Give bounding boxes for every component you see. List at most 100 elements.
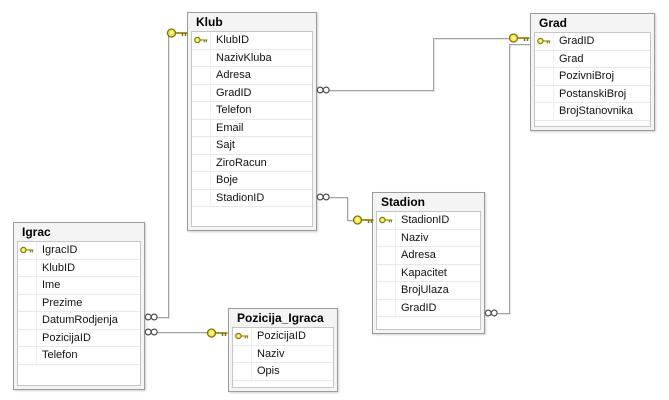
key-cell-empty — [18, 347, 37, 364]
primary-key-icon — [20, 246, 34, 254]
column-row-sajt[interactable]: Sajt — [192, 137, 312, 155]
column-name: KlubID — [42, 261, 76, 274]
column-row-telefon[interactable]: Telefon — [18, 347, 140, 365]
primary-key-cell — [18, 242, 37, 259]
column-name: StadionID — [216, 191, 265, 204]
one-key-icon — [166, 28, 188, 38]
column-name: PostanskiBroj — [559, 87, 627, 100]
key-cell-empty — [377, 282, 396, 299]
many-infinity-icon — [144, 313, 158, 321]
key-cell-empty — [535, 68, 554, 85]
column-row-gradid[interactable]: GradID — [535, 33, 650, 51]
column-row-pozicijaid[interactable]: PozicijaID — [18, 329, 140, 347]
column-name: Naziv — [401, 231, 429, 244]
primary-key-cell — [377, 212, 396, 229]
column-name: IgracID — [42, 244, 78, 257]
column-name: Boje — [216, 174, 239, 187]
column-row-kapacitet[interactable]: Kapacitet — [377, 264, 480, 282]
many-infinity-icon — [316, 193, 330, 201]
key-cell-empty — [192, 154, 211, 171]
key-cell-empty — [377, 229, 396, 246]
column-row-adresa[interactable]: Adresa — [192, 67, 312, 85]
column-name: PozivniBroj — [559, 70, 615, 83]
one-key-icon — [206, 328, 228, 338]
column-row-ime[interactable]: Ime — [18, 277, 140, 295]
column-name: GradID — [216, 86, 252, 99]
column-name: Kapacitet — [401, 266, 447, 279]
column-row-prezime[interactable]: Prezime — [18, 294, 140, 312]
key-cell-empty — [192, 137, 211, 154]
key-cell-empty — [192, 119, 211, 136]
table-title: Pozicija_Igraca — [237, 311, 324, 325]
key-cell-empty — [18, 312, 37, 329]
key-cell-empty — [192, 49, 211, 66]
column-row-stadionid[interactable]: StadionID — [192, 189, 312, 207]
column-name: Adresa — [216, 69, 251, 82]
many-infinity-icon — [316, 86, 330, 94]
one-key-icon — [508, 33, 530, 43]
column-row-email[interactable]: Email — [192, 119, 312, 137]
key-cell-empty — [377, 299, 396, 316]
column-row-telefon[interactable]: Telefon — [192, 102, 312, 120]
table-title: Igrac — [22, 225, 51, 239]
column-name: Sajt — [216, 139, 235, 152]
column-row-datumrodjenja[interactable]: DatumRodjenja — [18, 312, 140, 330]
column-name: GradID — [559, 35, 595, 48]
key-cell-empty — [18, 277, 37, 294]
primary-key-cell — [192, 32, 211, 49]
column-row-stadionid[interactable]: StadionID — [377, 212, 480, 230]
column-name: GradID — [401, 301, 437, 314]
primary-key-icon — [194, 36, 208, 44]
column-row-klubid[interactable]: KlubID — [18, 259, 140, 277]
column-row-naziv[interactable]: Naziv — [233, 345, 333, 363]
column-name: Email — [216, 121, 244, 134]
column-name: DatumRodjenja — [42, 314, 118, 327]
column-name: StadionID — [401, 214, 450, 227]
column-row-boje[interactable]: Boje — [192, 172, 312, 190]
primary-key-icon — [537, 37, 551, 45]
key-cell-empty — [535, 50, 554, 67]
column-row-brojstanovnika[interactable]: BrojStanovnika — [535, 103, 650, 121]
column-row-nazivkluba[interactable]: NazivKluba — [192, 49, 312, 67]
key-cell-empty — [377, 264, 396, 281]
column-row-pozivnibroj[interactable]: PozivniBroj — [535, 68, 650, 86]
column-row-naziv[interactable]: Naziv — [377, 229, 480, 247]
primary-key-cell — [233, 328, 252, 345]
key-cell-empty — [233, 363, 252, 380]
column-row-gradid[interactable]: GradID — [192, 84, 312, 102]
column-row-grad[interactable]: Grad — [535, 50, 650, 68]
column-name: BrojStanovnika — [559, 105, 633, 118]
column-name: Telefon — [42, 349, 78, 362]
column-name: PozicijaID — [42, 331, 91, 344]
key-cell-empty — [18, 329, 37, 346]
column-row-klubid[interactable]: KlubID — [192, 32, 312, 50]
key-cell-empty — [233, 345, 252, 362]
key-cell-empty — [377, 247, 396, 264]
key-cell-empty — [192, 189, 211, 206]
column-row-gradid[interactable]: GradID — [377, 299, 480, 317]
key-cell-empty — [192, 172, 211, 189]
key-cell-empty — [192, 67, 211, 84]
column-row-ziroracun[interactable]: ZiroRacun — [192, 154, 312, 172]
one-key-icon — [352, 215, 374, 225]
column-row-igracid[interactable]: IgracID — [18, 242, 140, 260]
column-row-pozicijaid[interactable]: PozicijaID — [233, 328, 333, 346]
column-name: Grad — [559, 52, 584, 65]
column-row-postanskibroj[interactable]: PostanskiBroj — [535, 85, 650, 103]
column-row-brojulaza[interactable]: BrojUlaza — [377, 282, 480, 300]
column-row-adresa[interactable]: Adresa — [377, 247, 480, 265]
column-row-opis[interactable]: Opis — [233, 363, 333, 381]
column-name: Opis — [257, 365, 280, 378]
column-name: Prezime — [42, 296, 83, 309]
key-cell-empty — [192, 102, 211, 119]
